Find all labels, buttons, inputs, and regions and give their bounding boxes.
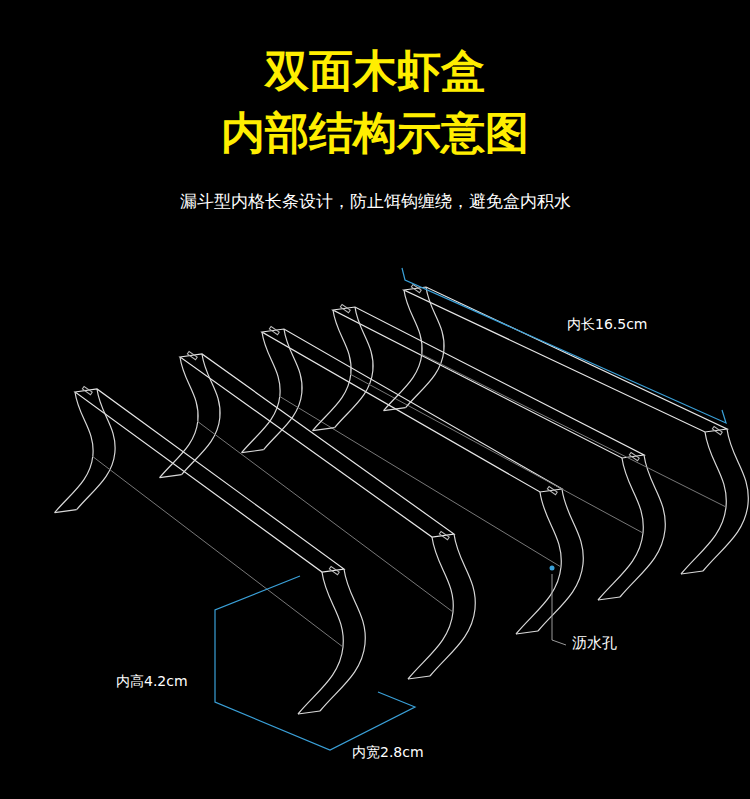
dimension-label: 内长16.5cm — [567, 316, 648, 334]
strip-end-edge — [242, 332, 281, 453]
strip-slot — [82, 386, 92, 394]
strip-slot — [712, 426, 722, 434]
strip-slot — [187, 351, 197, 359]
strip-end-edge — [182, 354, 221, 475]
strip-end-edge — [335, 307, 374, 428]
height-width-dimension-line — [215, 576, 415, 750]
strip-bottom-edge — [421, 354, 726, 507]
strip-end-edge — [313, 310, 352, 431]
callout-label: 沥水孔 — [572, 634, 617, 653]
drain-hole-leader — [552, 574, 566, 645]
strip-bottom-edge — [197, 421, 453, 612]
strip-end-edge — [77, 389, 116, 510]
strip-top — [404, 287, 727, 432]
strip-bottom-edge — [350, 374, 643, 533]
strip-end-edge — [538, 489, 583, 631]
strip-slot — [439, 531, 449, 539]
strip-top — [180, 354, 454, 537]
strip-end-edge — [430, 534, 475, 676]
strip-slot — [547, 486, 557, 494]
strip-foot — [598, 597, 620, 600]
strip-end-edge — [55, 392, 94, 513]
strip-foot — [242, 450, 264, 453]
strip-slot — [340, 304, 350, 312]
strip-end-edge — [703, 429, 748, 571]
strip-foot — [313, 428, 335, 431]
strip-end-edge — [264, 329, 303, 450]
strip-foot — [384, 408, 406, 411]
strip-slot — [269, 326, 279, 334]
strip-top — [75, 389, 344, 572]
strip-foot — [516, 631, 538, 634]
length-dimension-line — [402, 268, 726, 423]
title-block: 双面木虾盒 内部结构示意图 — [0, 40, 750, 164]
strip-foot — [160, 475, 182, 478]
strip-foot — [681, 571, 703, 574]
funnel-strips — [55, 284, 749, 714]
strip-bottom-edge — [92, 456, 343, 647]
subtitle: 漏斗型内格长条设计，防止饵钩缠绕，避免盒内积水 — [180, 190, 571, 213]
dimension-label: 内宽2.8cm — [352, 744, 424, 762]
strip-top — [262, 329, 562, 492]
strip-end-edge — [384, 290, 423, 411]
strip-slot — [329, 566, 339, 574]
drain-hole-dot — [550, 566, 555, 571]
title: 双面木虾盒 内部结构示意图 — [195, 40, 555, 164]
dimension-label: 内高4.2cm — [116, 673, 188, 691]
strip-end-edge — [406, 287, 445, 408]
strip-foot — [408, 676, 430, 679]
strip-end-edge — [620, 455, 665, 597]
strip-slot — [411, 284, 421, 292]
strip-foot — [55, 510, 77, 513]
strip-end-edge — [320, 569, 365, 711]
strip-foot — [298, 711, 320, 714]
strip-end-edge — [160, 357, 199, 478]
